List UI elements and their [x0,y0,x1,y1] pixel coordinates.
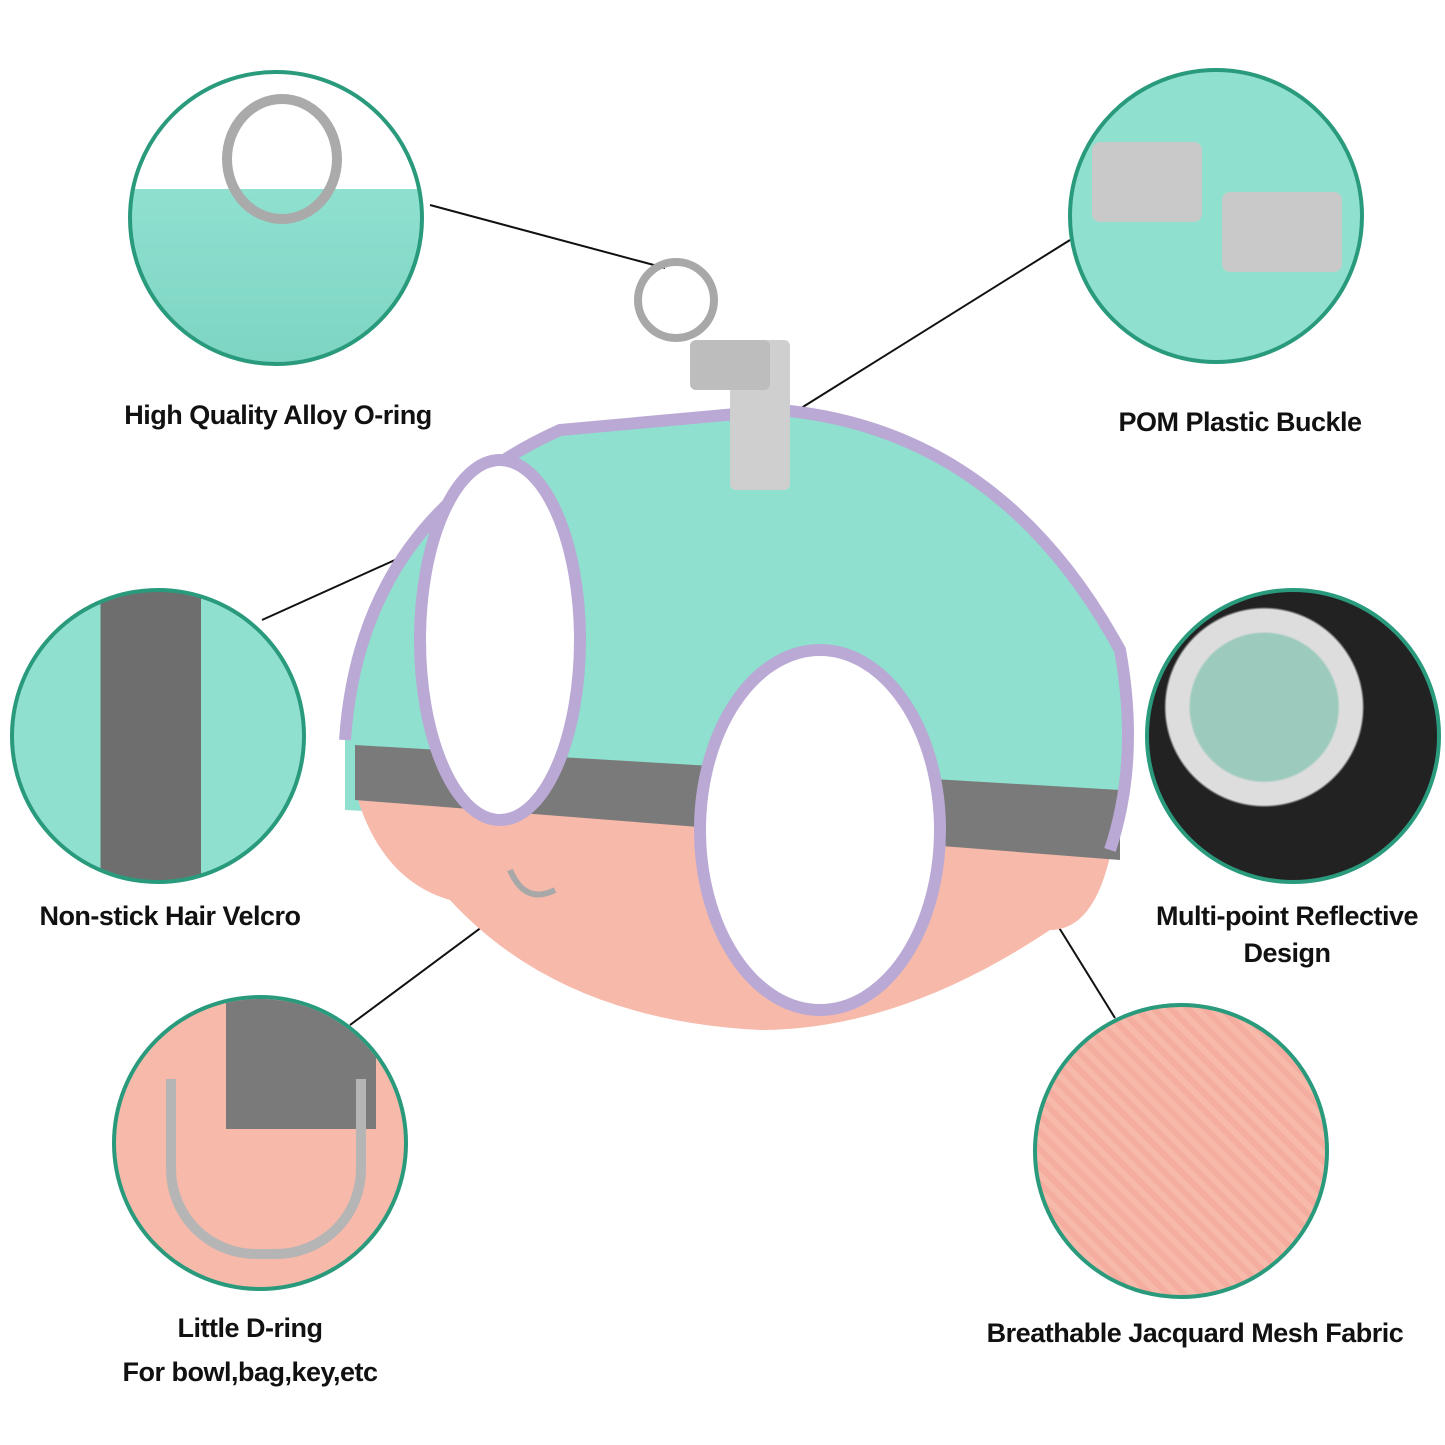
harness [339,258,1134,1030]
feature-label-mesh: Breathable Jacquard Mesh Fabric [986,1318,1404,1348]
feature-label-d-ring-line1: Little D-ring [177,1313,323,1343]
velcro-detail-circle [10,588,306,884]
buckle-clip-icon [1222,192,1342,272]
feature-label-o-ring: High Quality Alloy O-ring [124,400,432,430]
feature-label-d-ring-line2: For bowl,bag,key,etc [122,1357,378,1387]
o-ring-detail-circle [128,70,424,366]
d-ring-detail-circle [112,995,408,1291]
buckle-detail-circle [1068,68,1364,364]
feature-label-d-ring: Little D-ring For bowl,bag,key,etc [122,1306,378,1394]
feature-label-buckle: POM Plastic Buckle [1118,407,1362,437]
feature-label-velcro: Non-stick Hair Velcro [39,901,301,931]
mesh-fabric-detail-circle [1033,1003,1329,1299]
buckle-icon [1092,142,1202,222]
reflective-detail-circle [1145,588,1441,884]
d-ring-icon [166,1079,366,1259]
feature-label-reflective: Multi-point Reflective Design [1155,898,1419,972]
feature-label-reflective-line2: Design [1243,938,1331,968]
o-ring-icon [222,94,342,224]
feature-label-reflective-line1: Multi-point Reflective [1155,901,1419,931]
